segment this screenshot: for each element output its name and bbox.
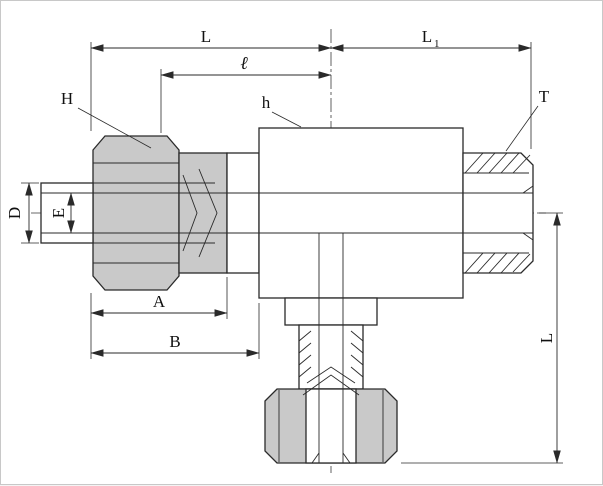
label-E: E: [49, 208, 68, 218]
bottom-nut-center-flat: [305, 388, 357, 464]
leader-T: [505, 105, 539, 152]
dimension-labels: L L 1 ℓ H h T D E A B L: [5, 27, 556, 351]
male-threaded-end: [462, 152, 534, 274]
label-L-right: L: [537, 333, 556, 343]
label-A: A: [153, 292, 166, 311]
branch-hex-shoulder: [284, 297, 378, 326]
branch-threaded-neck: [298, 324, 364, 390]
label-L1: L: [422, 27, 432, 46]
label-D: D: [5, 207, 24, 219]
nut-body-step: [226, 152, 260, 274]
branch-thread-hatch: [298, 330, 364, 378]
label-L-top: L: [201, 27, 211, 46]
bottom-bore-chamfer-right: [342, 452, 351, 464]
label-H: H: [61, 89, 73, 108]
leader-h: [271, 111, 302, 128]
label-L1-subscript: 1: [434, 38, 440, 50]
label-l-small: ℓ: [240, 53, 248, 73]
dimension-lines: [21, 42, 563, 464]
left-nut-tail: [178, 152, 228, 274]
leader-H: [77, 107, 152, 149]
label-B: B: [169, 332, 180, 351]
fitting-body-geometry: [40, 127, 534, 464]
left-ferrules: [182, 168, 218, 258]
male-thread-hatch: [463, 152, 534, 274]
fitting-center-body: [258, 127, 464, 299]
bottom-ferrules: [302, 366, 360, 396]
left-compression-nut: [92, 135, 180, 291]
label-h: h: [262, 93, 271, 112]
label-T: T: [539, 87, 550, 106]
bottom-bore-chamfer-left: [311, 452, 320, 464]
